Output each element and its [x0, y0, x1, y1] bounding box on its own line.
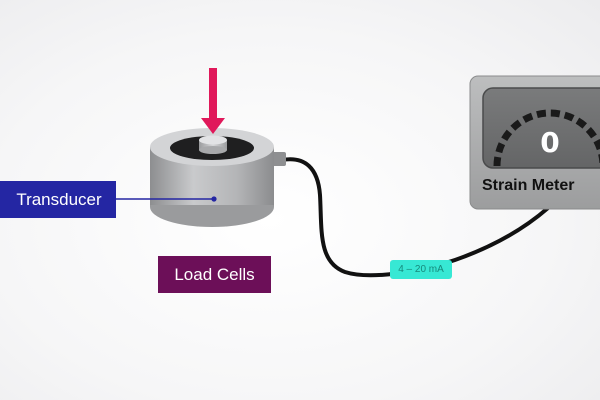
cable-connector [272, 152, 286, 166]
transducer-label-text: Transducer [16, 189, 102, 209]
transducer-pointer-dot [211, 196, 217, 202]
meter-scale [493, 109, 600, 167]
load-button [199, 135, 227, 145]
signal-range-tag: 4 – 20 mA [390, 260, 452, 279]
gauge-icon [469, 75, 600, 210]
signal-range-text: 4 – 20 mA [398, 264, 444, 275]
load-cells-label: Load Cells [158, 256, 271, 293]
strain-meter-reading: 0 [540, 126, 560, 159]
strain-meter-title: Strain Meter [482, 177, 575, 194]
load-cell-icon [150, 128, 286, 227]
signal-cable [280, 157, 550, 278]
down-arrow-icon [201, 68, 225, 134]
load-cells-label-text: Load Cells [174, 264, 255, 284]
meter-display [482, 87, 600, 169]
transducer-label: Transducer [0, 181, 116, 218]
